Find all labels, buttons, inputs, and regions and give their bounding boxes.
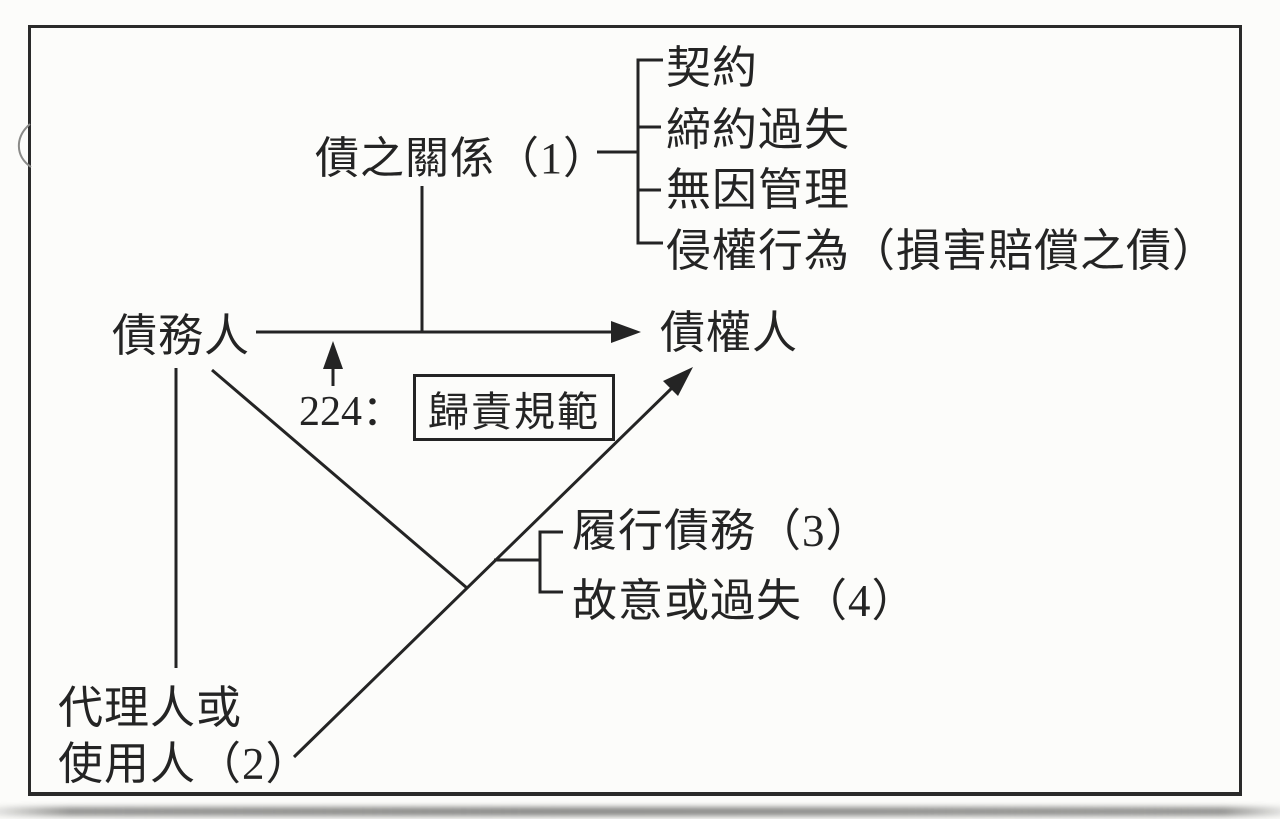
branch-item-negotiorum-gestio: 無因管理 xyxy=(666,165,851,215)
agent-label-line2: 使用人（2） xyxy=(58,739,312,789)
debtor-creditor-arrowhead xyxy=(611,321,641,343)
branch-item-contract: 契約 xyxy=(666,43,759,93)
diagram-frame xyxy=(28,25,1242,796)
branch-item-culpa-in-contrahendo: 締約過失 xyxy=(666,105,851,155)
branch-bracket xyxy=(636,58,663,245)
duty-item-performance: 履行債務（3） xyxy=(572,506,872,556)
statute-number: 224： xyxy=(299,389,405,435)
branch-item-tort: 侵權行為（損害賠償之債） xyxy=(666,226,1219,276)
statute-box: 歸責規範 xyxy=(413,374,615,441)
agent-label-line1: 代理人或 xyxy=(58,683,243,733)
debtor-diagonal-line xyxy=(211,368,468,590)
creditor-label: 債權人 xyxy=(660,308,799,358)
agent-creditor-arrow xyxy=(292,383,677,759)
debtor-label: 債務人 xyxy=(112,311,251,361)
relation-label: 債之關係（1） xyxy=(315,134,608,183)
bottom-scan-smudge xyxy=(0,807,1280,816)
statute-up-arrowhead xyxy=(323,341,343,369)
agent-creditor-arrowhead xyxy=(663,367,693,396)
duty-item-negligence: 故意或過失（4） xyxy=(572,576,918,626)
duty-bracket xyxy=(538,530,563,594)
statute-box-label: 歸責規範 xyxy=(428,388,600,435)
scan-curl-artifact xyxy=(17,123,32,168)
